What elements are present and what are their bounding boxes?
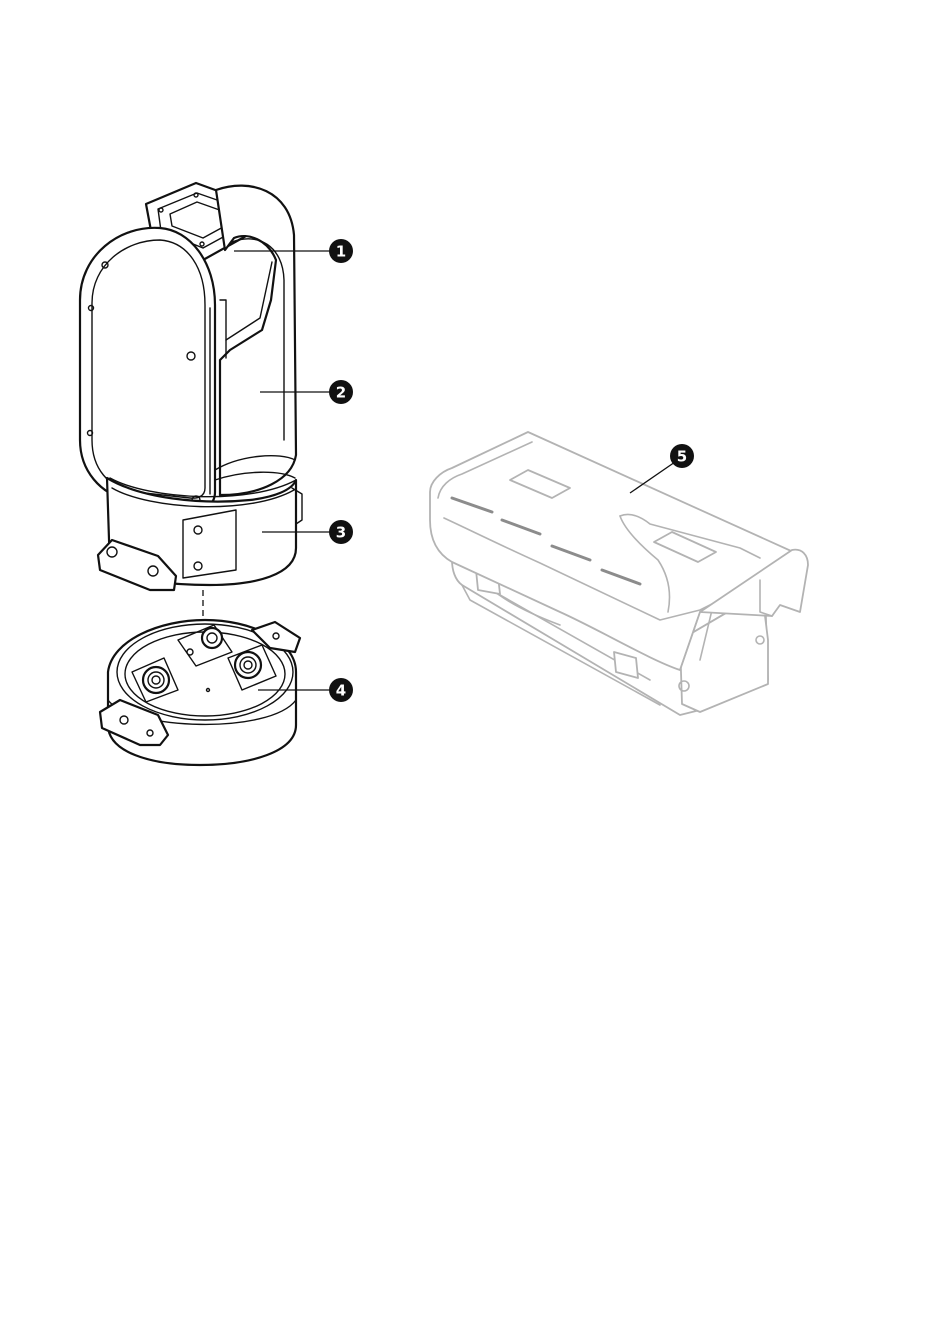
callout-5: 5: [670, 444, 694, 468]
positioning-unit-illustration: [80, 183, 302, 765]
callout-3: 3: [329, 520, 353, 544]
callout-1: 1: [329, 239, 353, 263]
callout-label: 3: [336, 524, 346, 542]
callout-label: 1: [336, 243, 346, 261]
callout-label: 4: [336, 682, 346, 700]
callout-label: 5: [677, 448, 687, 466]
callout-4: 4: [329, 678, 353, 702]
weathershield-illustration: [430, 432, 808, 715]
connector-base: [100, 620, 300, 765]
callout-label: 2: [336, 384, 346, 402]
callout-2: 2: [329, 380, 353, 404]
